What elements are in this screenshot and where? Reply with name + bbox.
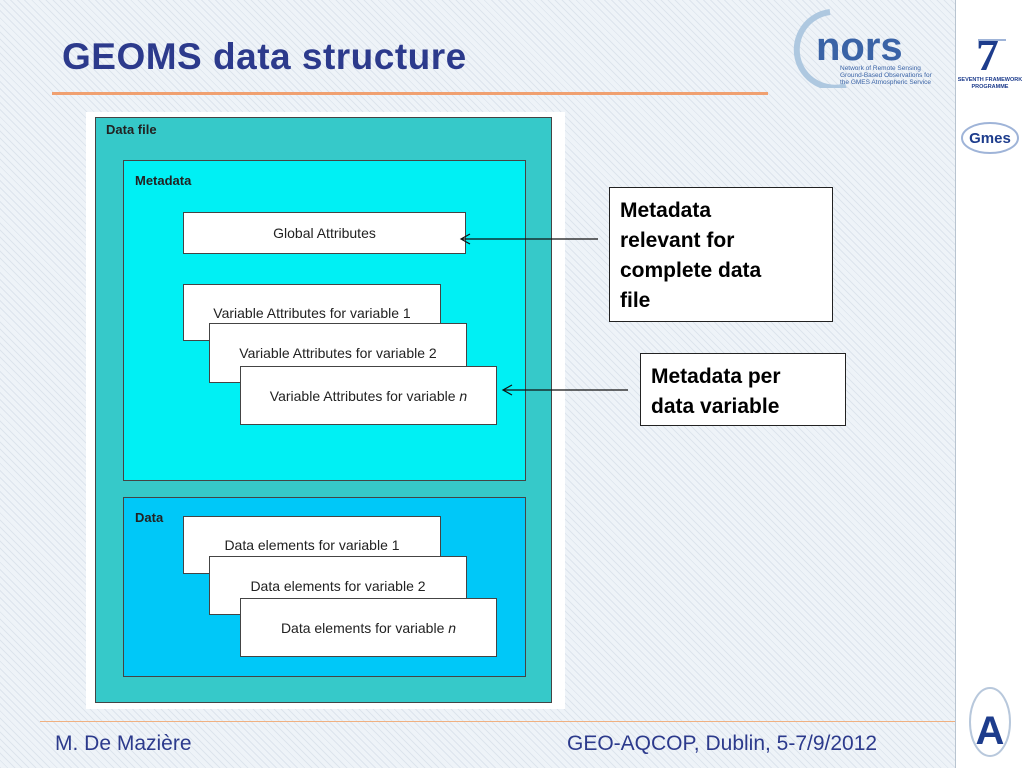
data-file-label: Data file [106, 122, 157, 137]
nors-wordmark: nors [816, 25, 903, 69]
slide-title: GEOMS data structure [62, 36, 467, 77]
data-elements-text: Data elements for variable n [280, 619, 457, 636]
nors-tagline-2: Ground-Based Observations for [840, 72, 933, 79]
callout-line: complete data [620, 259, 762, 282]
fp7-line-1: SEVENTH FRAMEWORK [958, 77, 1023, 83]
nors-tagline-1: Network of Remote Sensing [840, 65, 921, 72]
footer-divider [40, 721, 955, 722]
fp7-logo: 7 SEVENTH FRAMEWORK PROGRAMME [958, 30, 1023, 90]
gmes-logo: Gmes [961, 122, 1019, 154]
data-label: Data [135, 510, 164, 525]
nors-swoosh [793, 9, 847, 88]
data-elements-box: Data elements for variable 2 [209, 556, 467, 615]
data-elements-box: Data elements for variable n [240, 598, 497, 657]
metadata-label: Metadata [135, 173, 192, 188]
variable-attributes-text: Variable Attributes for variable 1 [213, 304, 411, 321]
file-metadata-callout: Metadata relevant for complete data file [609, 187, 833, 322]
global-attributes-text: Global Attributes [273, 225, 376, 241]
gmes-wordmark: Gmes [969, 130, 1011, 147]
callout-line: data variable [651, 395, 780, 418]
data-elements-text: Data elements for variable 2 [250, 577, 426, 594]
callout-line: Metadata per [651, 365, 781, 388]
gmes-ring [961, 122, 1019, 154]
data-elements-text: Data elements for variable 1 [224, 537, 400, 553]
fp7-numeral: 7 [976, 30, 999, 80]
nors-tagline-3: the GMES Atmospheric Service [840, 79, 931, 86]
variable-attributes-text: Variable Attributes for variable 2 [239, 345, 437, 361]
callout-line: relevant for [620, 229, 735, 252]
nors-logo: nors Network of Remote Sensing Ground-Ba… [793, 9, 933, 88]
callout-line: file [620, 289, 651, 312]
variable-attributes-box: Variable Attributes for variable n [240, 366, 497, 425]
title-divider [52, 92, 768, 95]
global-attributes-box: Global Attributes [183, 212, 466, 254]
bottom-logo-letter: A [976, 709, 1005, 753]
footer-event: GEO-AQCOP, Dublin, 5-7/9/2012 [567, 732, 878, 755]
variable-attributes-text: Variable Attributes for variable n [269, 387, 468, 404]
footer-author: M. De Mazière [55, 732, 192, 755]
bottom-logo: A [969, 687, 1011, 757]
logo-strip [955, 0, 1024, 768]
callout-line: Metadata [620, 199, 712, 222]
bottom-logo-ring [969, 687, 1011, 757]
variable-metadata-callout: Metadata per data variable [640, 353, 846, 426]
fp7-line-2: PROGRAMME [972, 84, 1009, 90]
